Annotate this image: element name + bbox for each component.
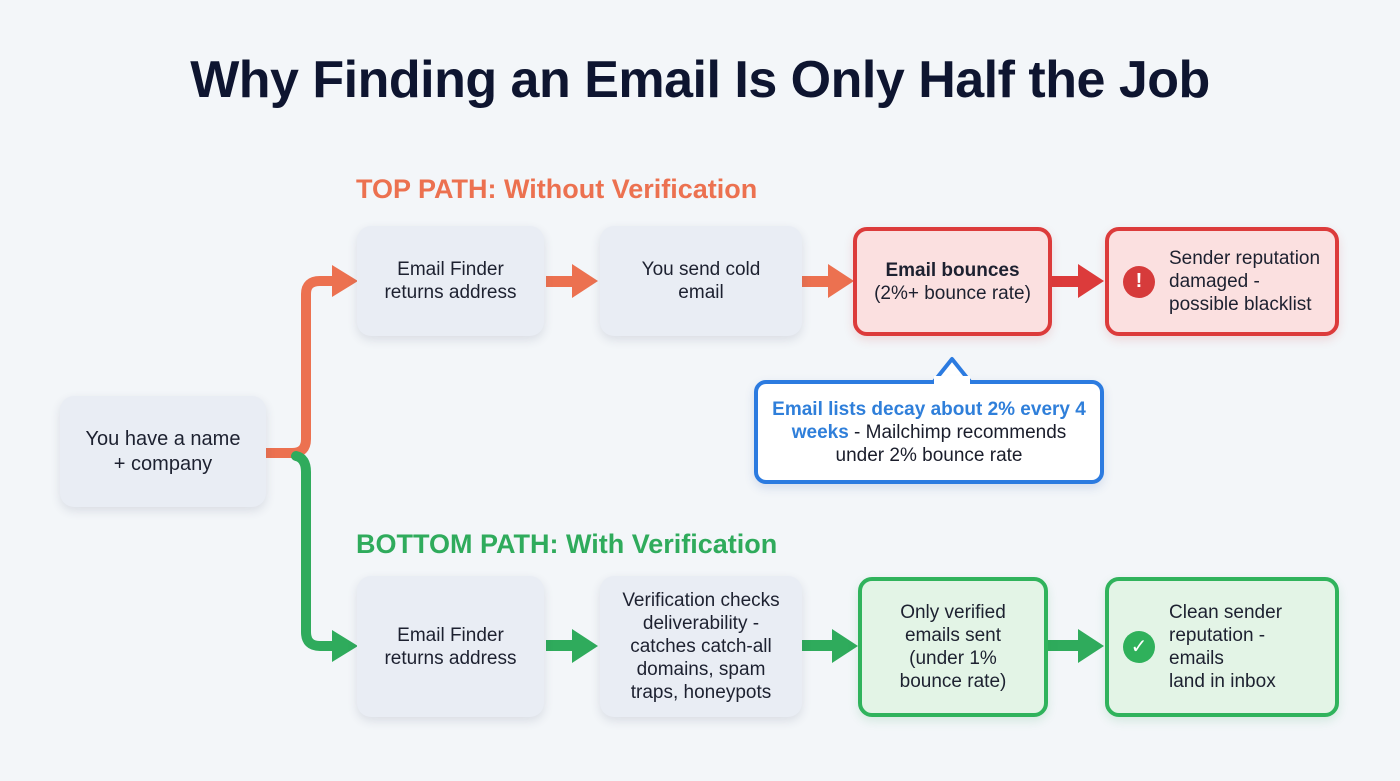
step-text: Only verified bbox=[900, 602, 1006, 623]
top-step-reputation-damaged: ! Sender reputation damaged - possible b… bbox=[1105, 227, 1339, 336]
callout-highlight: Email lists decay about 2% every 4 weeks bbox=[772, 399, 1086, 443]
step-text: Verification checks bbox=[622, 590, 780, 611]
start-text-line1: You have a name bbox=[85, 427, 241, 450]
alert-icon: ! bbox=[1123, 265, 1155, 298]
bottom-step-clean-reputation: ✓ Clean sender reputation - emails land … bbox=[1105, 577, 1339, 717]
step-text: returns address bbox=[384, 282, 517, 303]
step-text: possible blacklist bbox=[1169, 294, 1312, 315]
step-text: deliverability - bbox=[642, 613, 760, 634]
step-text: (2%+ bounce rate) bbox=[874, 282, 1031, 304]
step-text: traps, honeypots bbox=[630, 682, 772, 703]
step-text: bounce rate) bbox=[899, 671, 1007, 692]
bottom-step-verification: Verification checks deliverability - cat… bbox=[600, 576, 802, 717]
step-text: emails sent bbox=[904, 625, 1002, 646]
bottom-step-email-finder: Email Finder returns address bbox=[357, 576, 544, 717]
stat-callout: Email lists decay about 2% every 4 weeks… bbox=[754, 380, 1104, 484]
step-text: Sender reputation bbox=[1169, 248, 1321, 269]
step-text: Email Finder bbox=[397, 259, 504, 280]
top-path-label: TOP PATH: Without Verification bbox=[356, 174, 758, 204]
bottom-step-verified-sent: Only verified emails sent (under 1% boun… bbox=[858, 577, 1048, 717]
step-text: domains, spam bbox=[636, 659, 766, 680]
step-text: Email Finder bbox=[397, 624, 504, 646]
step-text: damaged - bbox=[1169, 271, 1260, 292]
callout-text: - Mailchimp recommends under 2% bounce r… bbox=[835, 422, 1067, 466]
start-node: You have a name + company bbox=[60, 396, 266, 507]
step-text: You send cold bbox=[641, 259, 761, 280]
step-text: email bbox=[678, 282, 724, 303]
check-icon: ✓ bbox=[1123, 631, 1155, 663]
top-step-email-bounces: Email bounces (2%+ bounce rate) bbox=[853, 227, 1052, 336]
top-step-send-cold-email: You send cold email bbox=[600, 226, 802, 336]
step-text: reputation - emails bbox=[1169, 625, 1266, 669]
step-text: returns address bbox=[384, 647, 517, 669]
step-text: (under 1% bbox=[909, 648, 997, 669]
step-text: land in inbox bbox=[1169, 671, 1276, 692]
top-step-email-finder: Email Finder returns address bbox=[357, 226, 544, 336]
start-text-line2: + company bbox=[113, 452, 213, 475]
step-text: catches catch-all bbox=[630, 636, 772, 657]
step-text: Clean sender bbox=[1169, 602, 1283, 623]
callout-pointer-mask bbox=[934, 376, 970, 386]
step-title: Email bounces bbox=[885, 259, 1020, 281]
page-title: Why Finding an Email Is Only Half the Jo… bbox=[190, 51, 1210, 109]
bottom-path-label: BOTTOM PATH: With Verification bbox=[356, 529, 778, 559]
